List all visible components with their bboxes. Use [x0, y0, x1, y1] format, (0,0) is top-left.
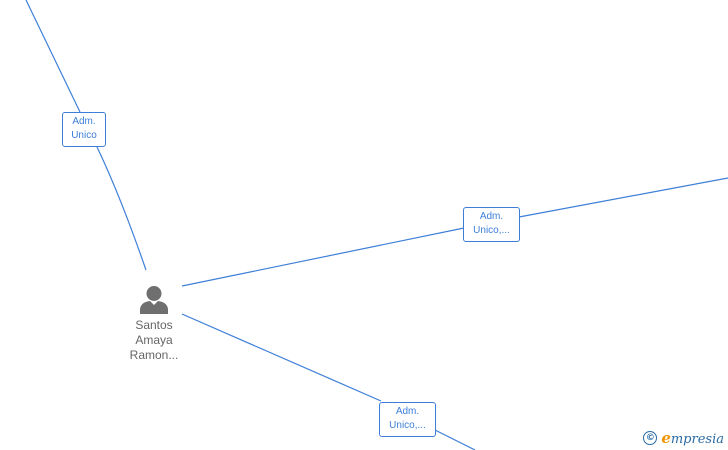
edge-label-top[interactable]: Adm. Unico: [62, 112, 106, 147]
edge-bottom-company-outer[interactable]: [434, 429, 476, 450]
empresia-watermark: © empresia: [643, 429, 724, 447]
person-name-line-2: Amaya: [135, 333, 173, 347]
edge-label-bottom[interactable]: Adm. Unico,...: [379, 402, 436, 437]
edge-label-right-line2: Unico,...: [473, 225, 510, 236]
brand-logo: empresia: [661, 429, 724, 447]
person-name-line-3: Ramon...: [129, 348, 179, 362]
person-icon: [140, 286, 168, 314]
copyright-icon: ©: [643, 431, 658, 445]
edge-label-bottom-line1: Adm.: [395, 406, 420, 417]
brand-rest: mpresia: [670, 432, 724, 447]
brand-initial: e: [661, 429, 671, 447]
edge-label-top-line2: Unico: [71, 130, 97, 141]
person-name-line-1: Santos: [135, 318, 173, 332]
edge-top-company[interactable]: [25, 0, 147, 271]
edge-label-top-line1: Adm.: [72, 116, 96, 127]
edge-label-bottom-line2: Unico,...: [389, 420, 426, 431]
edge-right-company-outer[interactable]: [518, 177, 728, 218]
edge-bottom-company[interactable]: [181, 313, 382, 402]
person-name: Santos Amaya Ramon...: [114, 318, 194, 363]
person-node[interactable]: Santos Amaya Ramon...: [114, 285, 194, 363]
edge-label-right[interactable]: Adm. Unico,...: [463, 207, 520, 242]
edge-label-right-line1: Adm.: [479, 211, 504, 222]
edge-right-company[interactable]: [181, 227, 465, 287]
